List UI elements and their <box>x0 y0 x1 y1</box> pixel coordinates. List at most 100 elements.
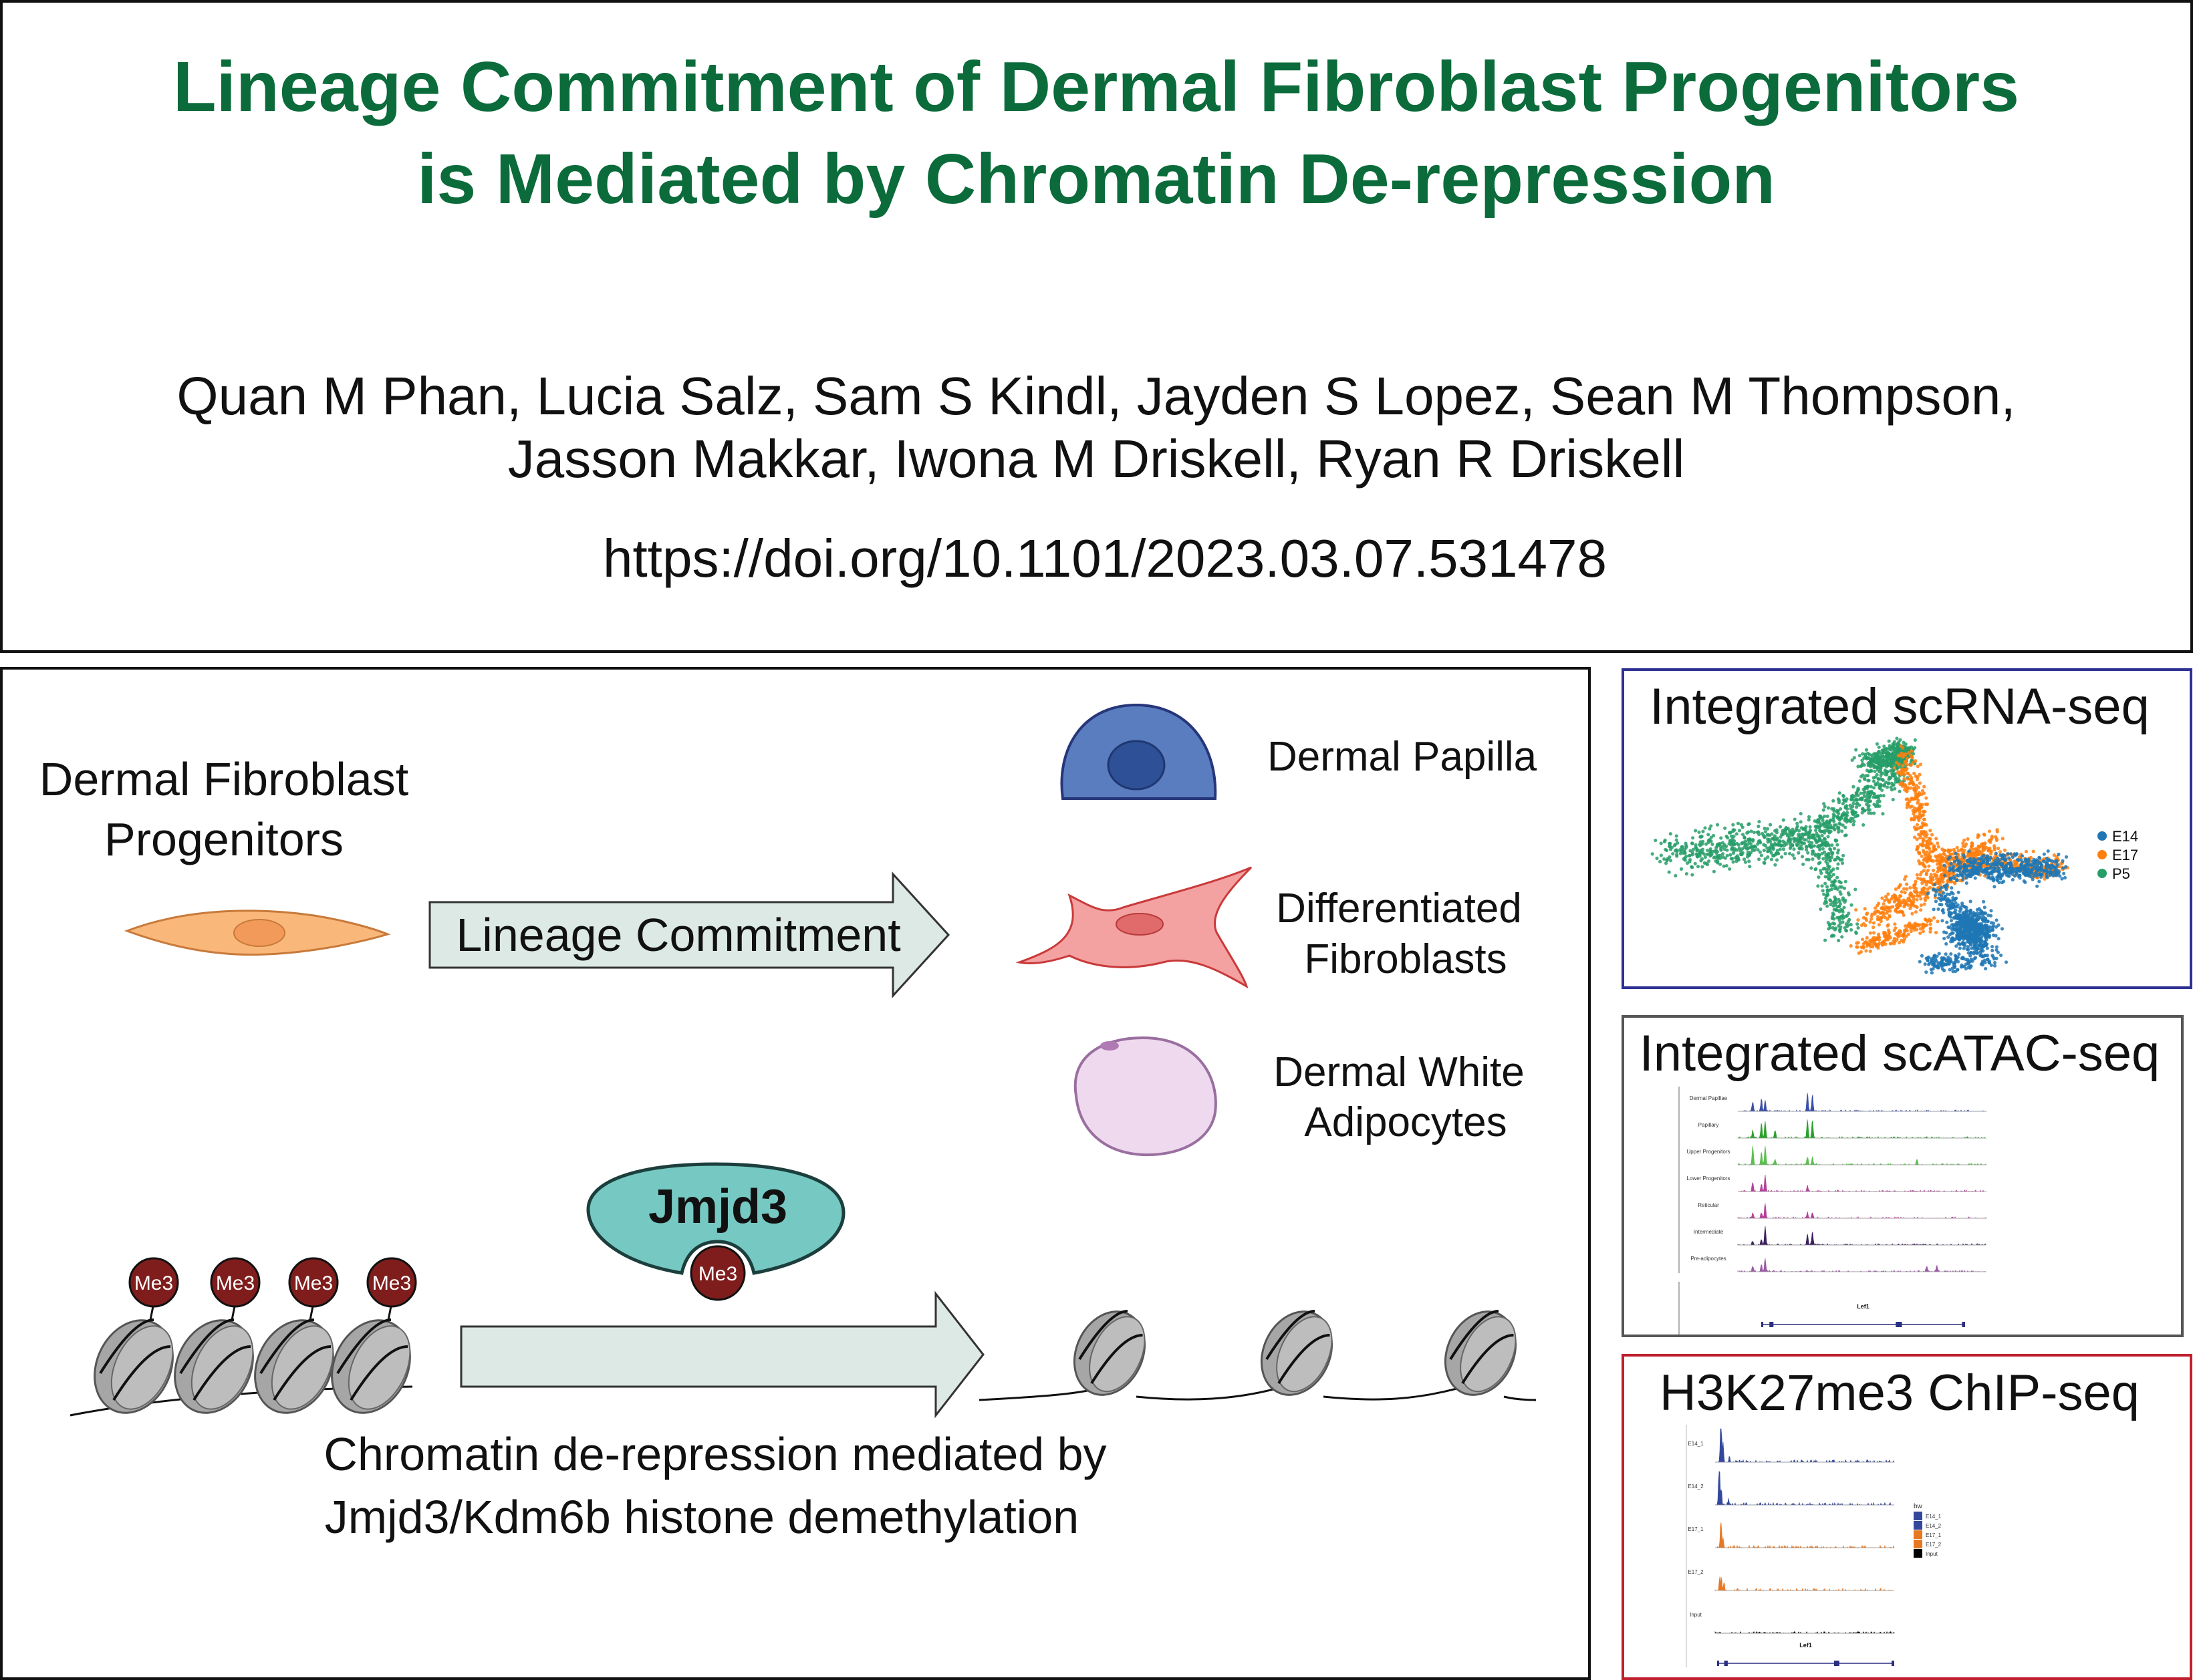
umap-point <box>1876 768 1880 772</box>
umap-point <box>1978 936 1982 941</box>
umap-point <box>1797 846 1801 851</box>
umap-point <box>1679 867 1684 871</box>
umap-point <box>1944 931 1948 935</box>
umap-point <box>1916 876 1920 880</box>
umap-point <box>1901 770 1905 774</box>
umap-point <box>1999 953 2003 958</box>
umap-point <box>1906 777 1910 781</box>
umap-point <box>1994 851 1998 855</box>
umap-point <box>1705 862 1710 867</box>
umap-point <box>1986 957 1990 961</box>
umap-point <box>1827 826 1831 830</box>
umap-point <box>1954 851 1958 855</box>
umap-point <box>1775 836 1779 840</box>
umap-point <box>1684 871 1689 876</box>
umap-point <box>1957 920 1962 924</box>
umap-point <box>1928 930 1932 934</box>
umap-point <box>1878 783 1882 788</box>
umap-point <box>1962 838 1966 842</box>
umap-point <box>1901 763 1905 767</box>
umap-point <box>1956 862 1960 866</box>
umap-point <box>1902 905 1906 909</box>
umap-point <box>1802 837 1806 842</box>
umap-point <box>1965 947 1969 952</box>
umap-point <box>1877 762 1881 766</box>
umap-point <box>1878 786 1882 790</box>
umap-point <box>1863 799 1867 803</box>
umap-point <box>1791 843 1795 848</box>
umap-point <box>1968 954 1972 958</box>
umap-point <box>1888 898 1892 902</box>
umap-point <box>1876 777 1880 781</box>
umap-point <box>2049 867 2053 871</box>
umap-point <box>2049 870 2053 874</box>
umap-point <box>1992 964 1997 968</box>
umap-point <box>1857 951 1861 955</box>
nucleosome-icon <box>94 1318 174 1414</box>
umap-point <box>1885 759 1889 763</box>
umap-point <box>1698 843 1702 847</box>
umap-point <box>1912 897 1916 901</box>
umap-point <box>1876 794 1880 798</box>
umap-point <box>1913 835 1917 839</box>
umap-point <box>1880 748 1884 752</box>
umap-point <box>1837 821 1841 825</box>
umap-point <box>1849 807 1853 811</box>
umap-point <box>1970 841 1974 845</box>
umap-point <box>1927 864 1931 868</box>
umap-point <box>1947 849 1951 853</box>
umap-point <box>1906 925 1910 929</box>
umap-point <box>1865 751 1870 755</box>
umap-point <box>1863 777 1867 781</box>
umap-point <box>1941 956 1945 960</box>
umap-point <box>1705 848 1710 853</box>
track-label: Intermediate <box>1694 1229 1724 1235</box>
umap-point <box>1802 841 1807 845</box>
umap-point <box>1998 853 2003 857</box>
nucleosome-icon <box>1260 1310 1333 1396</box>
umap-point <box>1851 823 1855 827</box>
umap-point <box>1879 773 1883 777</box>
umap-point <box>1690 853 1694 857</box>
umap-point <box>2064 865 2068 869</box>
umap-point <box>1940 847 1944 851</box>
umap-point <box>1732 842 1736 847</box>
umap-point <box>1826 893 1830 897</box>
umap-point <box>1867 779 1871 783</box>
umap-point <box>2009 864 2013 868</box>
umap-point <box>1918 931 1922 936</box>
umap-point <box>1708 849 1712 854</box>
umap-point <box>2038 856 2042 860</box>
umap-point <box>1800 855 1805 859</box>
umap-point <box>1916 894 1920 898</box>
umap-point <box>1814 867 1818 871</box>
umap-point <box>1868 931 1872 935</box>
umap-point <box>1907 750 1911 755</box>
nucleosome-icon <box>1444 1310 1517 1396</box>
umap-point <box>1895 938 1899 942</box>
umap-point <box>1994 948 1998 952</box>
umap-point <box>1913 922 1917 926</box>
umap-point <box>1959 864 1963 868</box>
umap-point <box>1975 907 1979 912</box>
umap-point <box>1973 921 1978 925</box>
umap-point <box>1983 940 1987 944</box>
umap-point <box>1909 902 1913 907</box>
umap-point <box>1903 891 1907 895</box>
doi-link[interactable]: https://doi.org/10.1101/2023.03.07.53147… <box>603 529 1607 588</box>
umap-point <box>1874 783 1878 787</box>
umap-point <box>1984 868 1988 872</box>
umap-point <box>1872 811 1876 815</box>
umap-point <box>1832 826 1836 830</box>
legend-label-p5: P5 <box>2112 865 2130 882</box>
umap-point <box>1822 802 1826 806</box>
umap-point <box>1759 841 1763 845</box>
umap-point <box>1980 855 1984 859</box>
umap-point <box>1972 864 1976 868</box>
umap-point <box>1673 849 1678 853</box>
scatac-panel <box>1622 1015 2184 1337</box>
umap-point <box>2019 864 2023 869</box>
umap-point <box>1979 962 1983 966</box>
umap-point <box>1663 838 1667 842</box>
umap-point <box>1773 863 1777 867</box>
